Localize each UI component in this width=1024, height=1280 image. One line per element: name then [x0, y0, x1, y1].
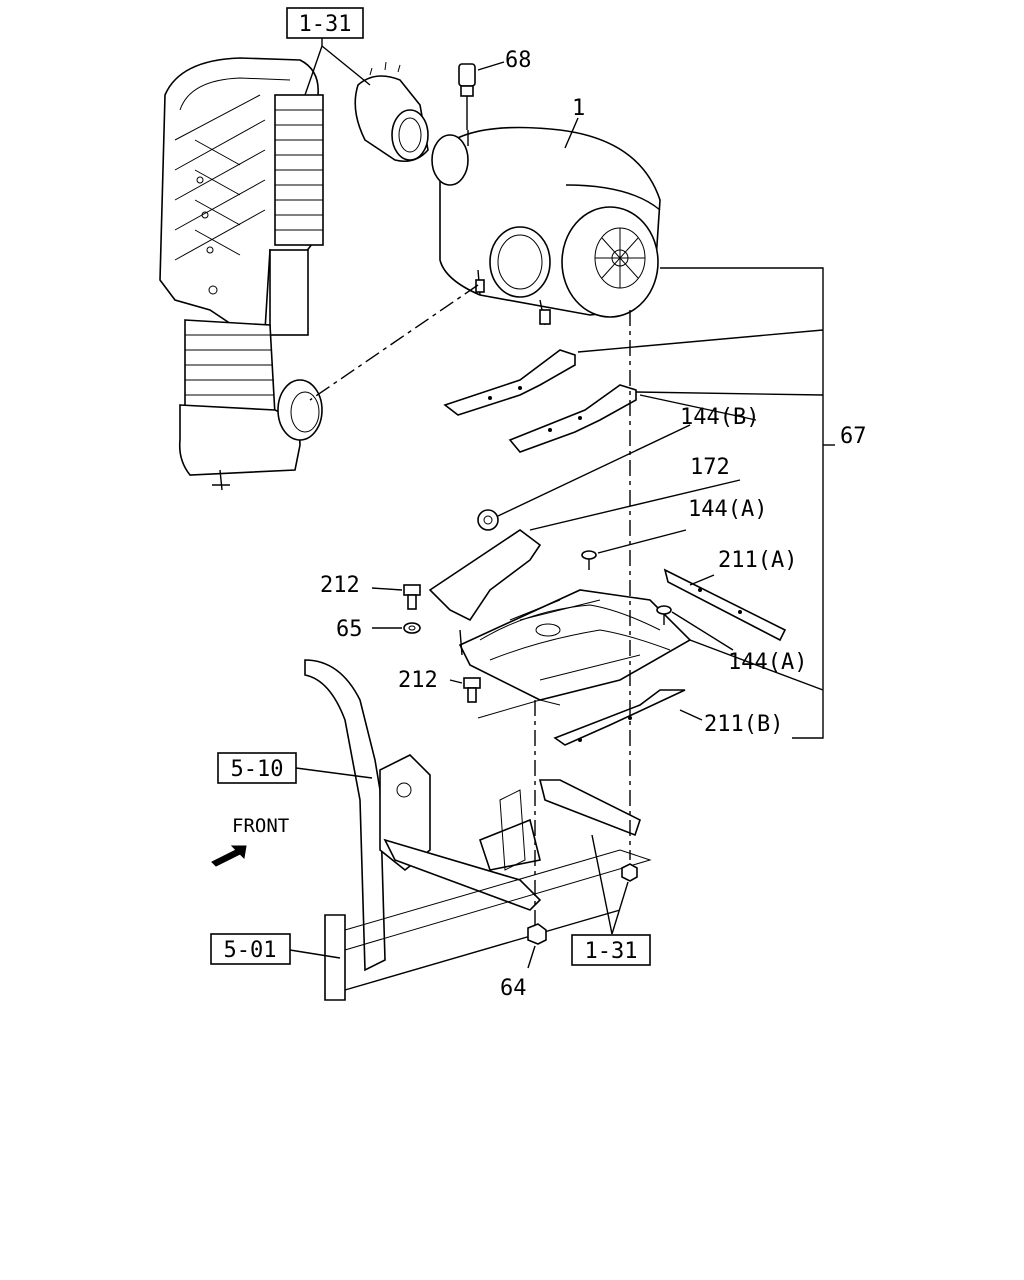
- label-part-212-mid: 212: [398, 668, 438, 693]
- part-212-bolt-top: [403, 584, 421, 610]
- part-172-clip: [477, 509, 499, 531]
- part-144a-screw-right: [656, 605, 672, 625]
- ref-box-1-31-top-label: 1-31: [299, 12, 352, 37]
- front-arrow-icon: [211, 845, 247, 867]
- label-part-65: 65: [336, 617, 363, 642]
- lower-nut: [621, 863, 638, 882]
- ref-box-1-31-bottom-label: 1-31: [585, 939, 638, 964]
- part-144a-screw-top: [581, 550, 597, 570]
- ref-box-5-01[interactable]: 5-01: [210, 933, 291, 965]
- part-212-bolt-mid: [463, 677, 481, 703]
- part-64-nut: [527, 923, 547, 945]
- part-65-washer: [403, 622, 421, 634]
- heat-shield-assembly: [428, 529, 692, 701]
- part-211a-plate: [663, 568, 787, 642]
- air-intake-duct: [159, 57, 324, 491]
- ref-box-5-01-label: 5-01: [224, 938, 277, 963]
- part-211b-plate: [553, 689, 686, 746]
- ref-box-1-31-top[interactable]: 1-31: [286, 7, 364, 39]
- label-part-68: 68: [505, 48, 532, 73]
- label-part-212-top: 212: [320, 573, 360, 598]
- label-part-144a-top: 144(A): [688, 497, 767, 522]
- vehicle-frame: [304, 659, 652, 1001]
- label-part-144b: 144(B): [680, 405, 759, 430]
- air-cleaner: [431, 126, 661, 326]
- ref-box-1-31-bottom[interactable]: 1-31: [571, 934, 651, 966]
- label-part-67: 67: [840, 424, 867, 449]
- center-lines: [309, 130, 631, 925]
- bracket-upper: [443, 349, 576, 416]
- connector-hose: [354, 61, 429, 163]
- label-part-1: 1: [572, 96, 585, 121]
- part-68-fitting: [458, 63, 476, 130]
- label-part-64: 64: [500, 976, 527, 1001]
- label-part-172: 172: [690, 455, 730, 480]
- label-part-144a-right: 144(A): [728, 650, 807, 675]
- bracket-lower: [508, 384, 637, 453]
- ref-box-5-10[interactable]: 5-10: [217, 752, 297, 784]
- ref-box-5-10-label: 5-10: [231, 757, 284, 782]
- leader-lines: [289, 38, 835, 969]
- label-part-211b: 211(B): [704, 712, 783, 737]
- label-part-211a: 211(A): [718, 548, 797, 573]
- front-direction-label: FRONT: [232, 815, 289, 837]
